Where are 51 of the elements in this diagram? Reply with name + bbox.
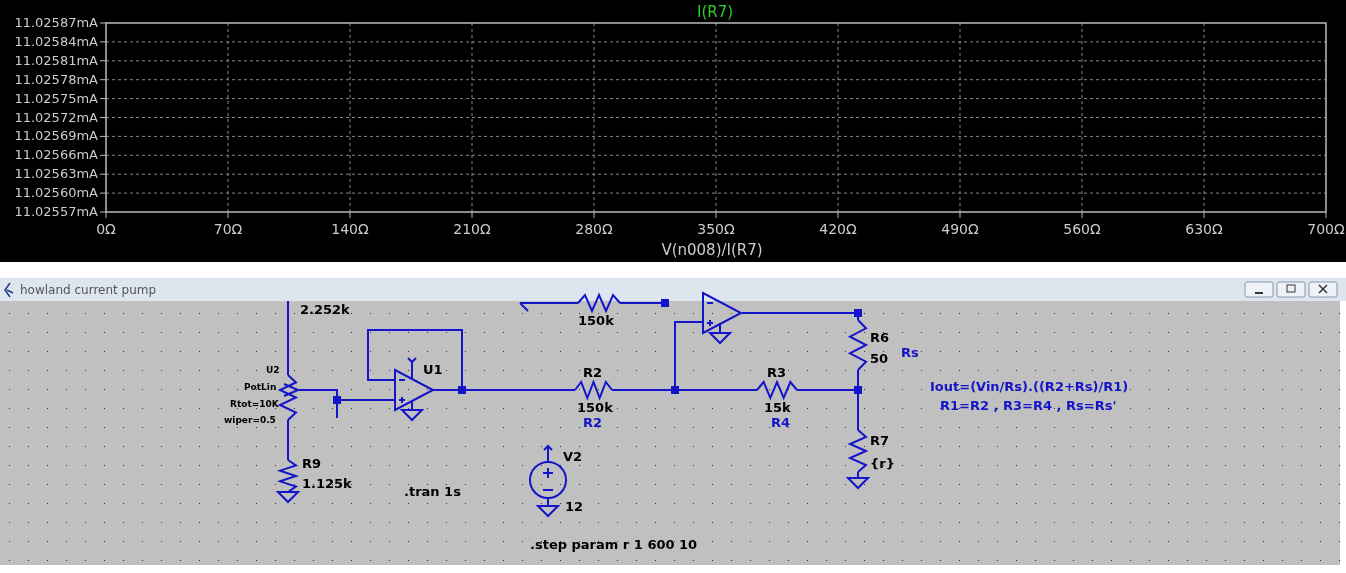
x-axis-label: V(n008)/I(R7)	[661, 243, 763, 258]
window-title: howland current pump	[20, 284, 157, 296]
y-tick-label: 11.02578mA	[14, 72, 98, 86]
x-tick-label: 490Ω	[941, 222, 979, 236]
x-tick-label: 210Ω	[453, 222, 491, 236]
y-tick-label: 11.02566mA	[14, 148, 98, 162]
y-tick-label: 11.02557mA	[14, 205, 98, 218]
component-name: V2	[563, 450, 583, 463]
plot-title: I(R7)	[696, 5, 734, 20]
net-label: Rs	[901, 346, 919, 359]
component-name: U1	[423, 363, 443, 376]
component-value: 1.125k	[302, 477, 352, 490]
x-tick-label: 280Ω	[575, 222, 613, 236]
y-tick-label: 11.02569mA	[14, 129, 98, 143]
component-value: 50	[870, 352, 889, 365]
x-tick-label: 0Ω	[96, 222, 116, 236]
spice-directive: .step param r 1 600 10	[530, 538, 698, 551]
spice-directive: .tran 1s	[404, 485, 461, 498]
component-name: R9	[302, 457, 322, 470]
y-tick-label: 11.02587mA	[14, 16, 98, 29]
y-tick-label: 11.02572mA	[14, 110, 98, 124]
y-tick-label: 11.02560mA	[14, 186, 98, 200]
x-tick-label: 350Ω	[697, 222, 735, 236]
component-value: 150k	[578, 314, 614, 327]
x-tick-label: 70Ω	[213, 222, 243, 236]
component-name: U2	[266, 366, 280, 375]
component-value: 15k	[764, 401, 791, 414]
y-tick-label: 11.02575mA	[14, 91, 98, 105]
net-label: R4	[771, 416, 791, 429]
y-tick-label: 11.02581mA	[14, 53, 98, 67]
formula-note: Iout=(Vin/Rs).((R2+Rs)/R1)	[930, 380, 1129, 393]
parameter-text: wiper=0.5	[224, 416, 276, 425]
parameter-text: PotLin	[244, 383, 277, 392]
x-tick-label: 420Ω	[819, 222, 857, 236]
component-value: {r}	[870, 457, 895, 470]
formula-note: R1=R2 , R3=R4 , Rs=Rs'	[940, 399, 1117, 412]
component-value: 2.252k	[300, 303, 350, 316]
x-tick-label: 700Ω	[1307, 222, 1345, 236]
parameter-text: Rtot=10K	[230, 400, 279, 409]
net-label: R2	[583, 416, 603, 429]
component-value: 12	[565, 500, 584, 513]
component-name: R3	[767, 366, 787, 379]
y-tick-label: 11.02584mA	[14, 34, 98, 48]
x-tick-label: 560Ω	[1063, 222, 1101, 236]
component-name: R2	[583, 366, 603, 379]
component-value: 150k	[577, 401, 613, 414]
component-name: R7	[870, 434, 890, 447]
component-name: R6	[870, 331, 890, 344]
x-tick-label: 630Ω	[1185, 222, 1223, 236]
y-tick-label: 11.02563mA	[14, 167, 98, 181]
x-tick-label: 140Ω	[331, 222, 369, 236]
